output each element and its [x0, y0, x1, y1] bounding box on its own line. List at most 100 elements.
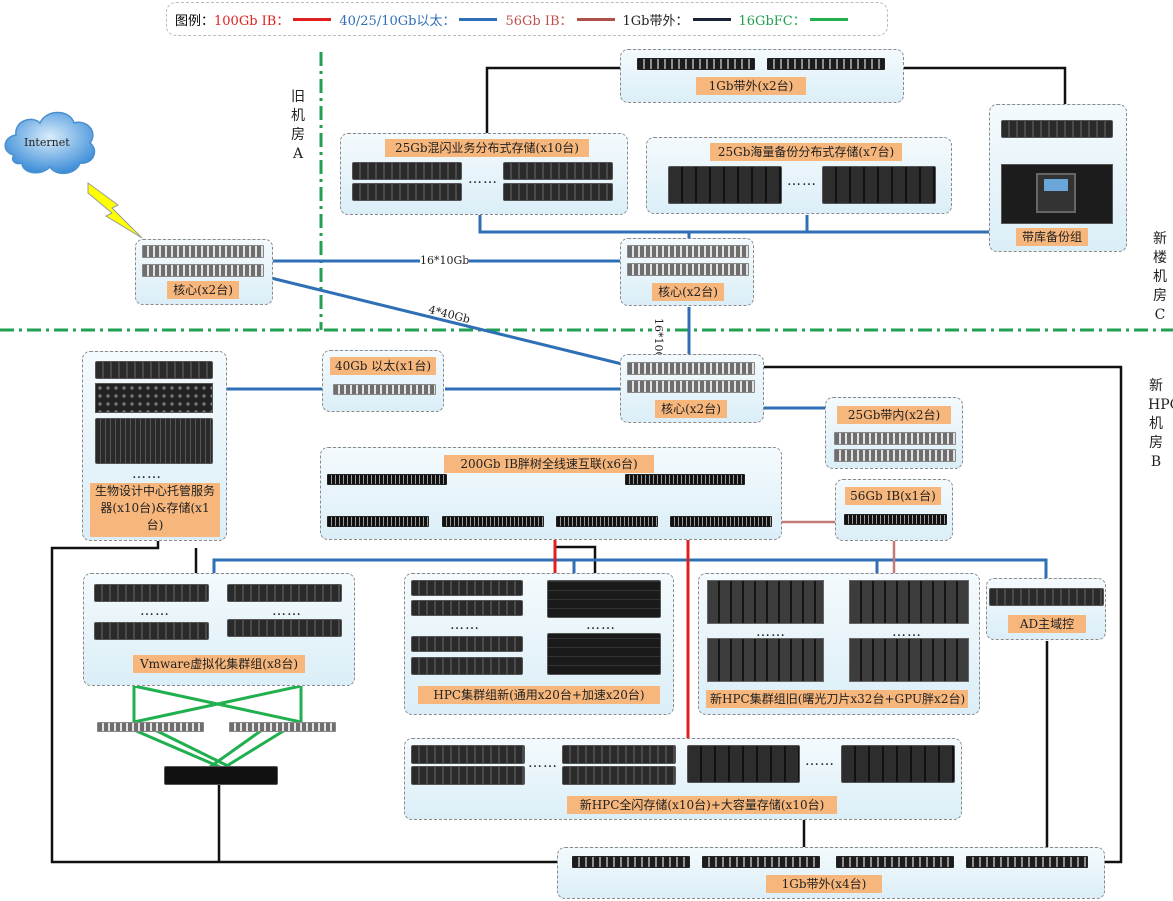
flash-storage	[411, 766, 525, 785]
ib56-links	[775, 520, 896, 573]
hpc-server	[411, 657, 523, 675]
capacity-storage	[687, 745, 800, 783]
oob-switch	[966, 856, 1088, 868]
internet-cloud-icon	[4, 111, 96, 175]
ellipsis: ……	[528, 755, 558, 771]
fc-switch	[97, 722, 204, 732]
bio-label: 生物设计中心托管服务器(x10台)&存储(x1台)	[90, 483, 220, 537]
hybrid-storage-label: 25Gb混闪业务分布式存储(x10台)	[385, 139, 589, 157]
tape-library-icon	[1001, 164, 1113, 224]
ellipsis: ……	[140, 603, 170, 619]
eth40-label: 40Gb 以太(x1台)	[330, 357, 436, 375]
legend-swatch	[809, 17, 848, 21]
vmware-server	[94, 622, 209, 640]
room-label-old-a: 旧机房A	[291, 89, 305, 162]
oob-switch	[836, 856, 954, 868]
backup-storage-label: 25Gb海量备份分布式存储(x7台)	[710, 143, 902, 161]
vmware-server	[227, 584, 342, 602]
ellipsis: ……	[756, 624, 786, 640]
flash-storage	[411, 745, 525, 764]
storage-server	[352, 183, 462, 201]
internet-label: Internet	[24, 136, 70, 149]
legend-label: 40/25/10Gb以太：	[339, 13, 456, 29]
ellipsis: ……	[787, 173, 817, 189]
legend-item-ib56: 56Gb IB：	[505, 10, 615, 29]
legend-item-ib100: 100Gb IB：	[214, 10, 332, 29]
oob-bottom-label: 1Gb带外(x4台)	[766, 875, 882, 893]
ib56-label: 56Gb IB(x1台)	[845, 487, 941, 505]
inband-label: 25Gb带内(x2台)	[837, 406, 951, 424]
core-switch	[627, 380, 755, 393]
inband-switch	[834, 449, 956, 462]
legend-item-ethernet: 40/25/10Gb以太：	[339, 10, 498, 29]
ib-leaf-switch	[556, 516, 658, 527]
bio-server	[95, 361, 213, 379]
fc-links	[132, 136, 1100, 769]
hpc-old-label: 新HPC集群组旧(曙光刀片x32台+GPU胖x2台)	[706, 690, 968, 708]
ellipsis: ……	[132, 466, 162, 482]
ellipsis: ……	[272, 603, 302, 619]
hpc-server	[411, 636, 523, 652]
tape-label: 带库备份组	[1016, 228, 1088, 246]
storage-server	[352, 162, 462, 180]
hpc-storage-label: 新HPC全闪存储(x10台)+大容量存储(x10台)	[567, 796, 837, 814]
vmware-label: Vmware虚拟化集群组(x8台)	[133, 655, 305, 673]
fc-storage	[164, 766, 278, 785]
core-mid-label: 核心(x2台)	[652, 283, 724, 301]
inband-switch	[834, 432, 956, 445]
oob-switch	[572, 856, 690, 868]
storage-server	[503, 183, 613, 201]
hpc-gpu-server	[547, 633, 661, 675]
legend-swatch	[459, 17, 498, 21]
ellipsis: ……	[468, 171, 498, 187]
oob-top-label: 1Gb带外(x2台)	[696, 77, 806, 95]
ellipsis: ……	[450, 617, 480, 633]
ib56-switch	[844, 514, 947, 525]
blade-chassis	[707, 638, 824, 682]
oob-switch	[637, 58, 755, 70]
legend-item-oob: 1Gb带外：	[623, 10, 731, 29]
vmware-server	[227, 619, 342, 637]
legend-label: 100Gb IB：	[214, 13, 290, 29]
backup-server	[822, 166, 936, 204]
hpc-gpu-server	[547, 580, 661, 618]
ib-fabric-label: 200Gb IB胖树全线速互联(x6台)	[444, 455, 654, 473]
bio-server	[95, 383, 213, 413]
oob-switch	[767, 58, 885, 70]
blade-chassis	[707, 580, 824, 624]
vmware-server	[94, 584, 209, 602]
core-switch	[627, 362, 755, 375]
ellipsis: ……	[586, 617, 616, 633]
core-switch	[142, 264, 264, 277]
ellipsis: ……	[805, 753, 835, 769]
lightning-icon	[87, 182, 143, 239]
bio-storage	[95, 418, 213, 464]
legend-label: 56Gb IB：	[505, 13, 573, 29]
legend-item-fc: 16GbFC：	[739, 10, 848, 29]
blade-chassis	[849, 580, 969, 624]
ad-label: AD主域控	[1008, 615, 1086, 633]
oob-links	[50, 66, 1123, 864]
ib-leaf-switch	[670, 516, 772, 527]
storage-server	[503, 162, 613, 180]
core-switch	[142, 245, 264, 258]
legend-label: 16GbFC：	[738, 13, 806, 29]
legend-swatch	[576, 17, 615, 21]
ad-server	[989, 588, 1104, 606]
link-label-16x10gb: 16*10Gb	[420, 254, 470, 267]
ib-spine-switch	[327, 474, 447, 485]
room-label-new-c: 新楼机房C	[1153, 231, 1167, 323]
capacity-storage	[841, 745, 955, 783]
core-switch	[627, 245, 749, 258]
legend: 图例： 100Gb IB： 40/25/10Gb以太： 56Gb IB： 1Gb…	[166, 2, 888, 36]
legend-swatch	[692, 17, 731, 21]
legend-swatch	[293, 17, 332, 21]
flash-storage	[562, 745, 676, 764]
hpc-new-label: HPC集群组新(通用x20台+加速x20台)	[418, 686, 660, 704]
core-switch	[627, 263, 749, 276]
hpc-server	[411, 580, 523, 596]
oob-switch	[702, 856, 820, 868]
eth40-switch	[333, 384, 436, 395]
ib-leaf-switch	[442, 516, 544, 527]
fc-switch	[229, 722, 336, 732]
